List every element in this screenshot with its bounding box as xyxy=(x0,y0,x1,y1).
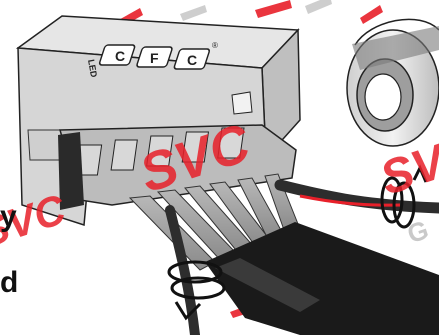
watermark-gray-letter: G xyxy=(404,214,433,249)
registered-mark: ® xyxy=(212,41,218,50)
connector-side-tab xyxy=(58,132,84,210)
brand-letter-2: F xyxy=(150,50,159,66)
tape-roll xyxy=(347,19,439,146)
cropped-text-top: y xyxy=(0,202,17,232)
brand-letter-3: C xyxy=(187,52,197,68)
cropped-text-bottom: d xyxy=(0,268,18,298)
device-rear-tab xyxy=(232,92,252,114)
brand-letter-1: C xyxy=(115,48,125,64)
